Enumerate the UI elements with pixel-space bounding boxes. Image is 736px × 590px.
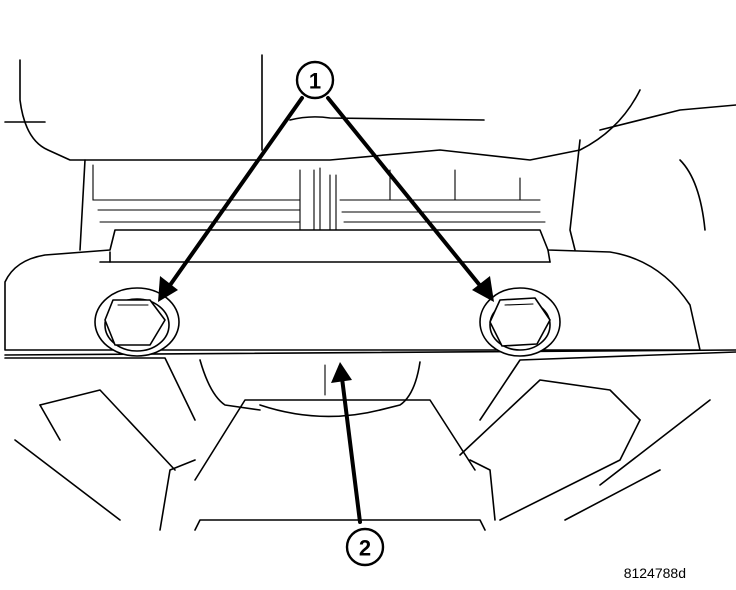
arrow-to-mount — [340, 376, 362, 524]
arrow-to-right-bolt — [326, 96, 484, 290]
callout-1-label: 1 — [309, 69, 321, 94]
upper-housing — [4, 54, 736, 251]
callout-2-label: 2 — [359, 536, 371, 561]
callout-arrows — [158, 96, 494, 524]
callout-1: 1 — [295, 60, 335, 100]
right-bolt — [479, 287, 561, 357]
figure-number: 8124788d — [623, 565, 686, 581]
arrow-to-left-bolt — [166, 96, 304, 290]
left-bolt — [94, 287, 180, 357]
callout-2: 2 — [345, 527, 385, 567]
transmission-mount — [4, 351, 736, 531]
housing-ribs — [92, 164, 546, 233]
